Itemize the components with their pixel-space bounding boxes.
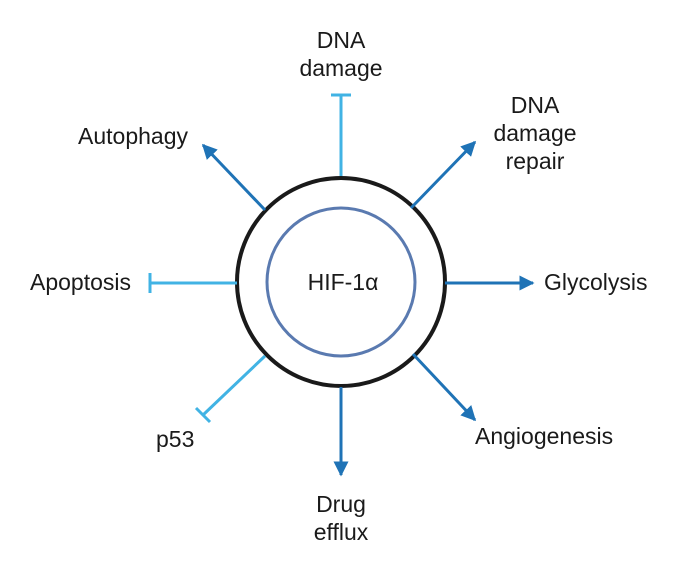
node-apoptosis: Apoptosis	[30, 268, 131, 296]
node-dna-damage-line-1: DNA	[316, 27, 366, 53]
node-angiogenesis: Angiogenesis	[475, 422, 613, 450]
node-p53: p53	[156, 425, 194, 453]
node-dna-damage-repair-line-1: DNA	[510, 92, 560, 118]
node-autophagy: Autophagy	[78, 122, 188, 150]
node-dna-damage-line-2: damage	[299, 55, 383, 81]
node-drug-efflux-line-2: efflux	[313, 519, 369, 545]
inner-ring	[265, 206, 417, 358]
node-drug-efflux-line-1: Drug	[316, 491, 366, 517]
node-drug-efflux: Drug efflux	[295, 490, 387, 546]
node-glycolysis: Glycolysis	[544, 268, 648, 296]
edge-autophagy	[201, 143, 267, 212]
node-dna-damage-repair-line-3: repair	[505, 148, 565, 174]
node-autophagy-line-1: Autophagy	[78, 123, 188, 149]
node-dna-damage-repair-line-2: damage	[493, 120, 577, 146]
node-apoptosis-line-1: Apoptosis	[30, 269, 132, 295]
edge-angiogenesis	[411, 352, 477, 422]
edge-p53	[201, 354, 267, 417]
node-p53-line-1: p53	[156, 426, 195, 452]
hif1a-label: HIF-1α	[307, 269, 379, 295]
node-angiogenesis-line-1: Angiogenesis	[475, 423, 614, 449]
node-glycolysis-line-1: Glycolysis	[544, 269, 648, 295]
node-dna-damage-repair: DNA damage repair	[485, 91, 585, 175]
edge-dna-damage-repair	[409, 140, 477, 210]
tbar-p53	[194, 406, 212, 424]
node-dna-damage: DNA damage	[296, 26, 386, 82]
